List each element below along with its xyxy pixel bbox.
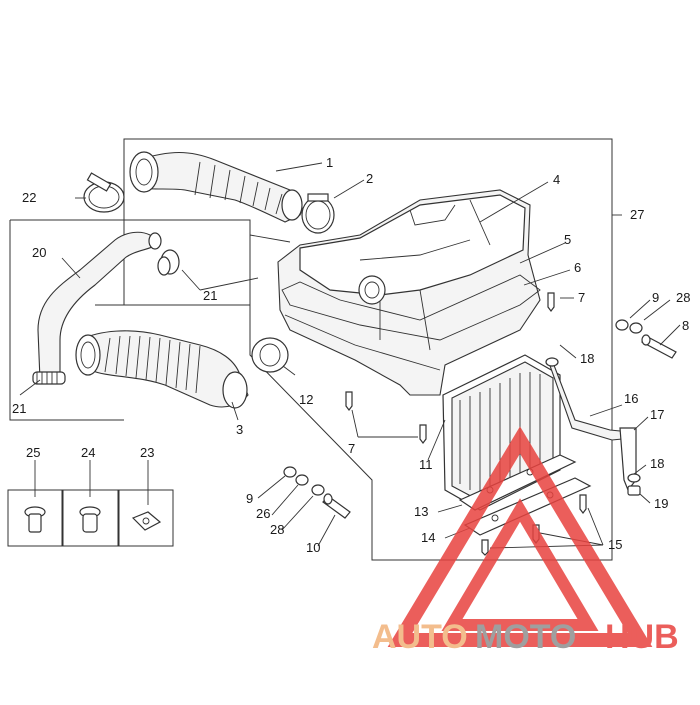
intake-duct-3 — [75, 330, 249, 409]
callout-28-right: 28 — [676, 290, 690, 305]
clamp-18-bottom — [627, 473, 641, 483]
watermark-text-hub: HUB — [605, 618, 679, 656]
callout-11: 11 — [419, 457, 433, 472]
clamp-21-bottom — [32, 371, 66, 385]
intake-hose-top — [129, 151, 303, 223]
callout-14: 14 — [421, 530, 435, 545]
callout-16: 16 — [624, 391, 638, 406]
grommet-12 — [251, 337, 289, 373]
clamp-18-top — [545, 357, 559, 367]
callout-5: 5 — [564, 232, 571, 247]
watermark-text-moto: MOTO — [475, 618, 576, 656]
callout-22: 22 — [22, 190, 36, 205]
callout-19: 19 — [654, 496, 668, 511]
breather-pipe-16 — [547, 357, 637, 492]
callout-10: 10 — [306, 540, 320, 555]
screws-7 — [345, 292, 555, 444]
hardware-right — [615, 319, 677, 359]
callout-20: 20 — [32, 245, 46, 260]
callout-25: 25 — [26, 445, 40, 460]
callout-21-left: 21 — [12, 401, 26, 416]
callout-17: 17 — [650, 407, 664, 422]
callout-15: 15 — [608, 537, 622, 552]
watermark-text-auto: AUTO — [372, 618, 468, 656]
hose-clamp-22 — [83, 172, 125, 213]
clip-23 — [131, 511, 162, 531]
drain-hose-20 — [37, 231, 162, 381]
nut-25 — [24, 506, 46, 533]
callout-23: 23 — [140, 445, 154, 460]
callout-8: 8 — [682, 318, 689, 333]
watermark-logo: AUTO MOTO HUB — [372, 426, 679, 656]
callout-7-right: 7 — [578, 290, 585, 305]
watermark-triangle-icon — [387, 426, 653, 647]
cap-19 — [627, 485, 641, 496]
callout-numbers: 1 2 4 5 6 7 27 22 20 21 21 3 12 7 11 18 … — [12, 155, 690, 555]
callout-18-bottom: 18 — [650, 456, 664, 471]
nut-24 — [79, 506, 101, 533]
callout-2: 2 — [366, 171, 373, 186]
callout-9-lower: 9 — [246, 491, 253, 506]
hose-frame — [9, 219, 250, 421]
callout-6: 6 — [574, 260, 581, 275]
callout-1: 1 — [326, 155, 333, 170]
callout-24: 24 — [81, 445, 95, 460]
box-24 — [62, 489, 119, 547]
callout-26: 26 — [256, 506, 270, 521]
callout-18-top: 18 — [580, 351, 594, 366]
callout-27: 27 — [630, 207, 644, 222]
box-23 — [118, 489, 174, 547]
hardware-lower — [283, 466, 351, 519]
callout-9-right: 9 — [652, 290, 659, 305]
callout-21-right: 21 — [203, 288, 217, 303]
callout-12: 12 — [299, 392, 313, 407]
callout-28-lower: 28 — [270, 522, 284, 537]
callout-4: 4 — [553, 172, 560, 187]
callout-13: 13 — [414, 504, 428, 519]
airbox-housing — [277, 189, 541, 396]
callout-7-left: 7 — [348, 441, 355, 456]
callout-3: 3 — [236, 422, 243, 437]
assembly-frame — [123, 138, 613, 561]
clamp-21-top — [157, 249, 180, 276]
hose-clamp-2 — [301, 193, 335, 234]
